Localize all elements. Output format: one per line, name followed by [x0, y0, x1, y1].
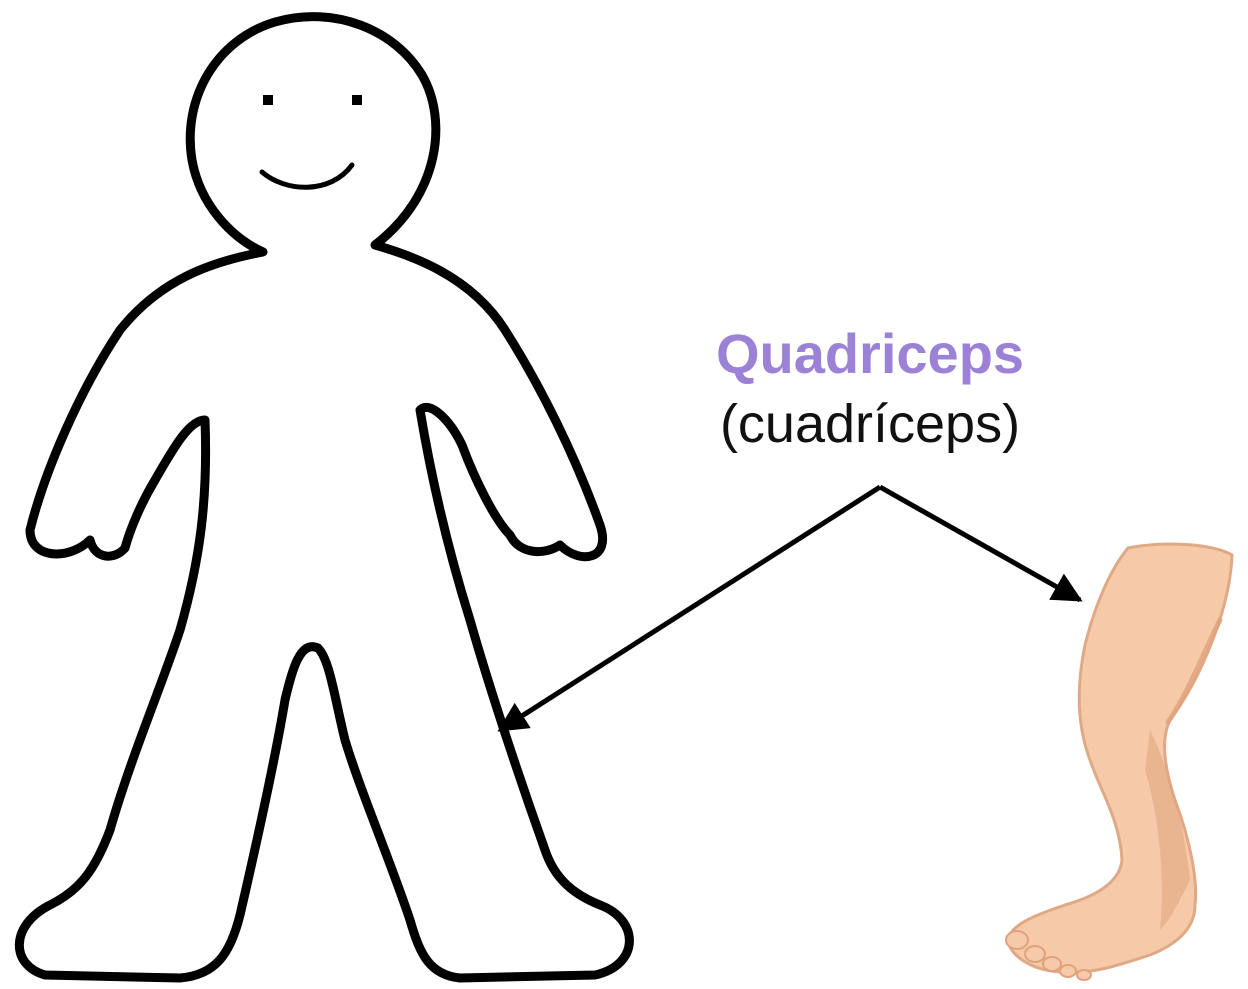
label-english: Quadriceps — [690, 318, 1050, 390]
toe-1 — [1006, 931, 1028, 949]
leg-skin-path — [1008, 544, 1232, 973]
body-outline-path — [19, 17, 629, 978]
toe-2 — [1025, 946, 1045, 962]
body-outline-figure — [19, 17, 629, 978]
label-spanish: (cuadríceps) — [690, 390, 1050, 458]
right-eye-icon — [352, 95, 362, 105]
toe-4 — [1060, 965, 1076, 977]
leg-illustration — [1006, 544, 1232, 980]
left-eye-icon — [263, 95, 273, 105]
toe-5 — [1077, 970, 1091, 980]
toe-3 — [1043, 957, 1061, 971]
quadriceps-label: Quadriceps (cuadríceps) — [690, 318, 1050, 458]
arrow-to-leg — [880, 487, 1080, 600]
